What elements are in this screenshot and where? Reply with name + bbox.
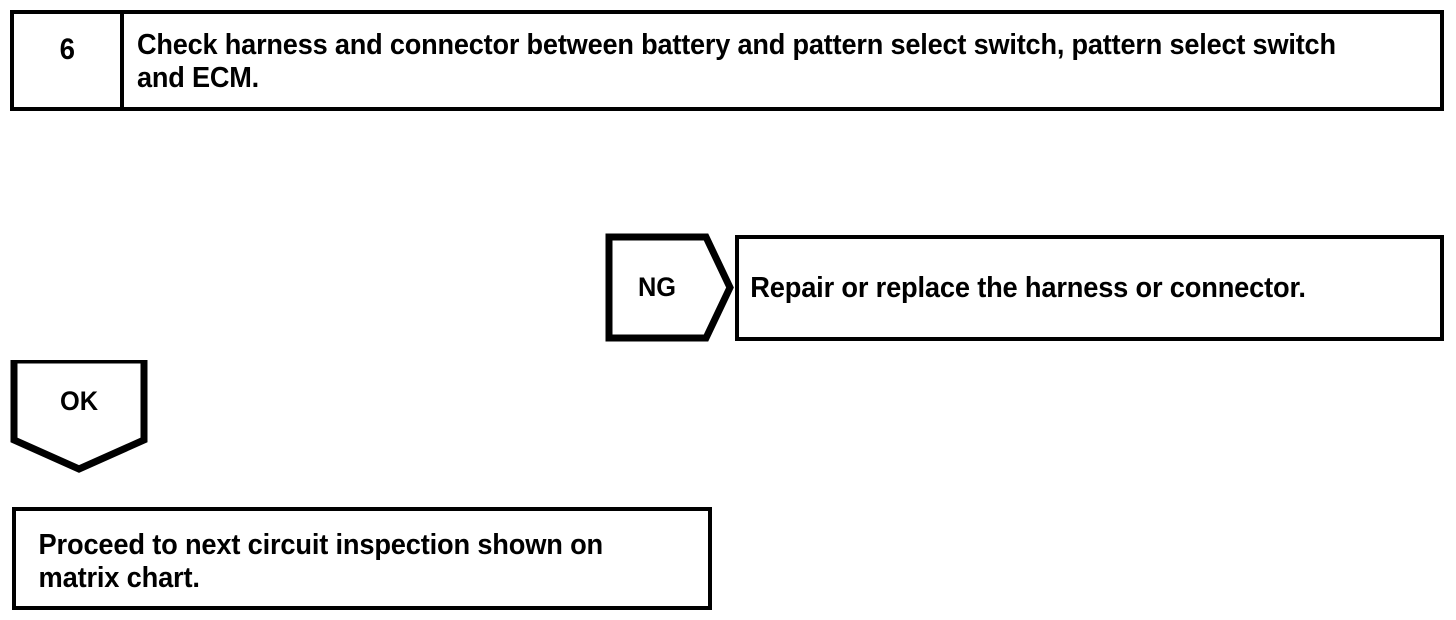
ok-result-box: Proceed to next circuit inspection shown… bbox=[12, 507, 712, 610]
ok-branch-arrow: OK bbox=[10, 360, 148, 473]
ok-result-text: Proceed to next circuit inspection shown… bbox=[38, 529, 604, 594]
step-instruction-cell: Check harness and connector between batt… bbox=[124, 14, 1440, 107]
ng-result-box: Repair or replace the harness or connect… bbox=[735, 235, 1444, 341]
ok-arrow-pentagon-icon bbox=[10, 360, 148, 473]
ng-result-text: Repair or replace the harness or connect… bbox=[750, 271, 1306, 304]
ng-arrow-pentagon-icon bbox=[605, 233, 734, 342]
step-number-cell: 6 bbox=[14, 14, 124, 107]
step-number: 6 bbox=[59, 32, 75, 66]
step-instruction-text: Check harness and connector between batt… bbox=[137, 29, 1336, 94]
step-box: 6 Check harness and connector between ba… bbox=[10, 10, 1444, 111]
ng-branch-arrow: NG bbox=[605, 233, 734, 342]
